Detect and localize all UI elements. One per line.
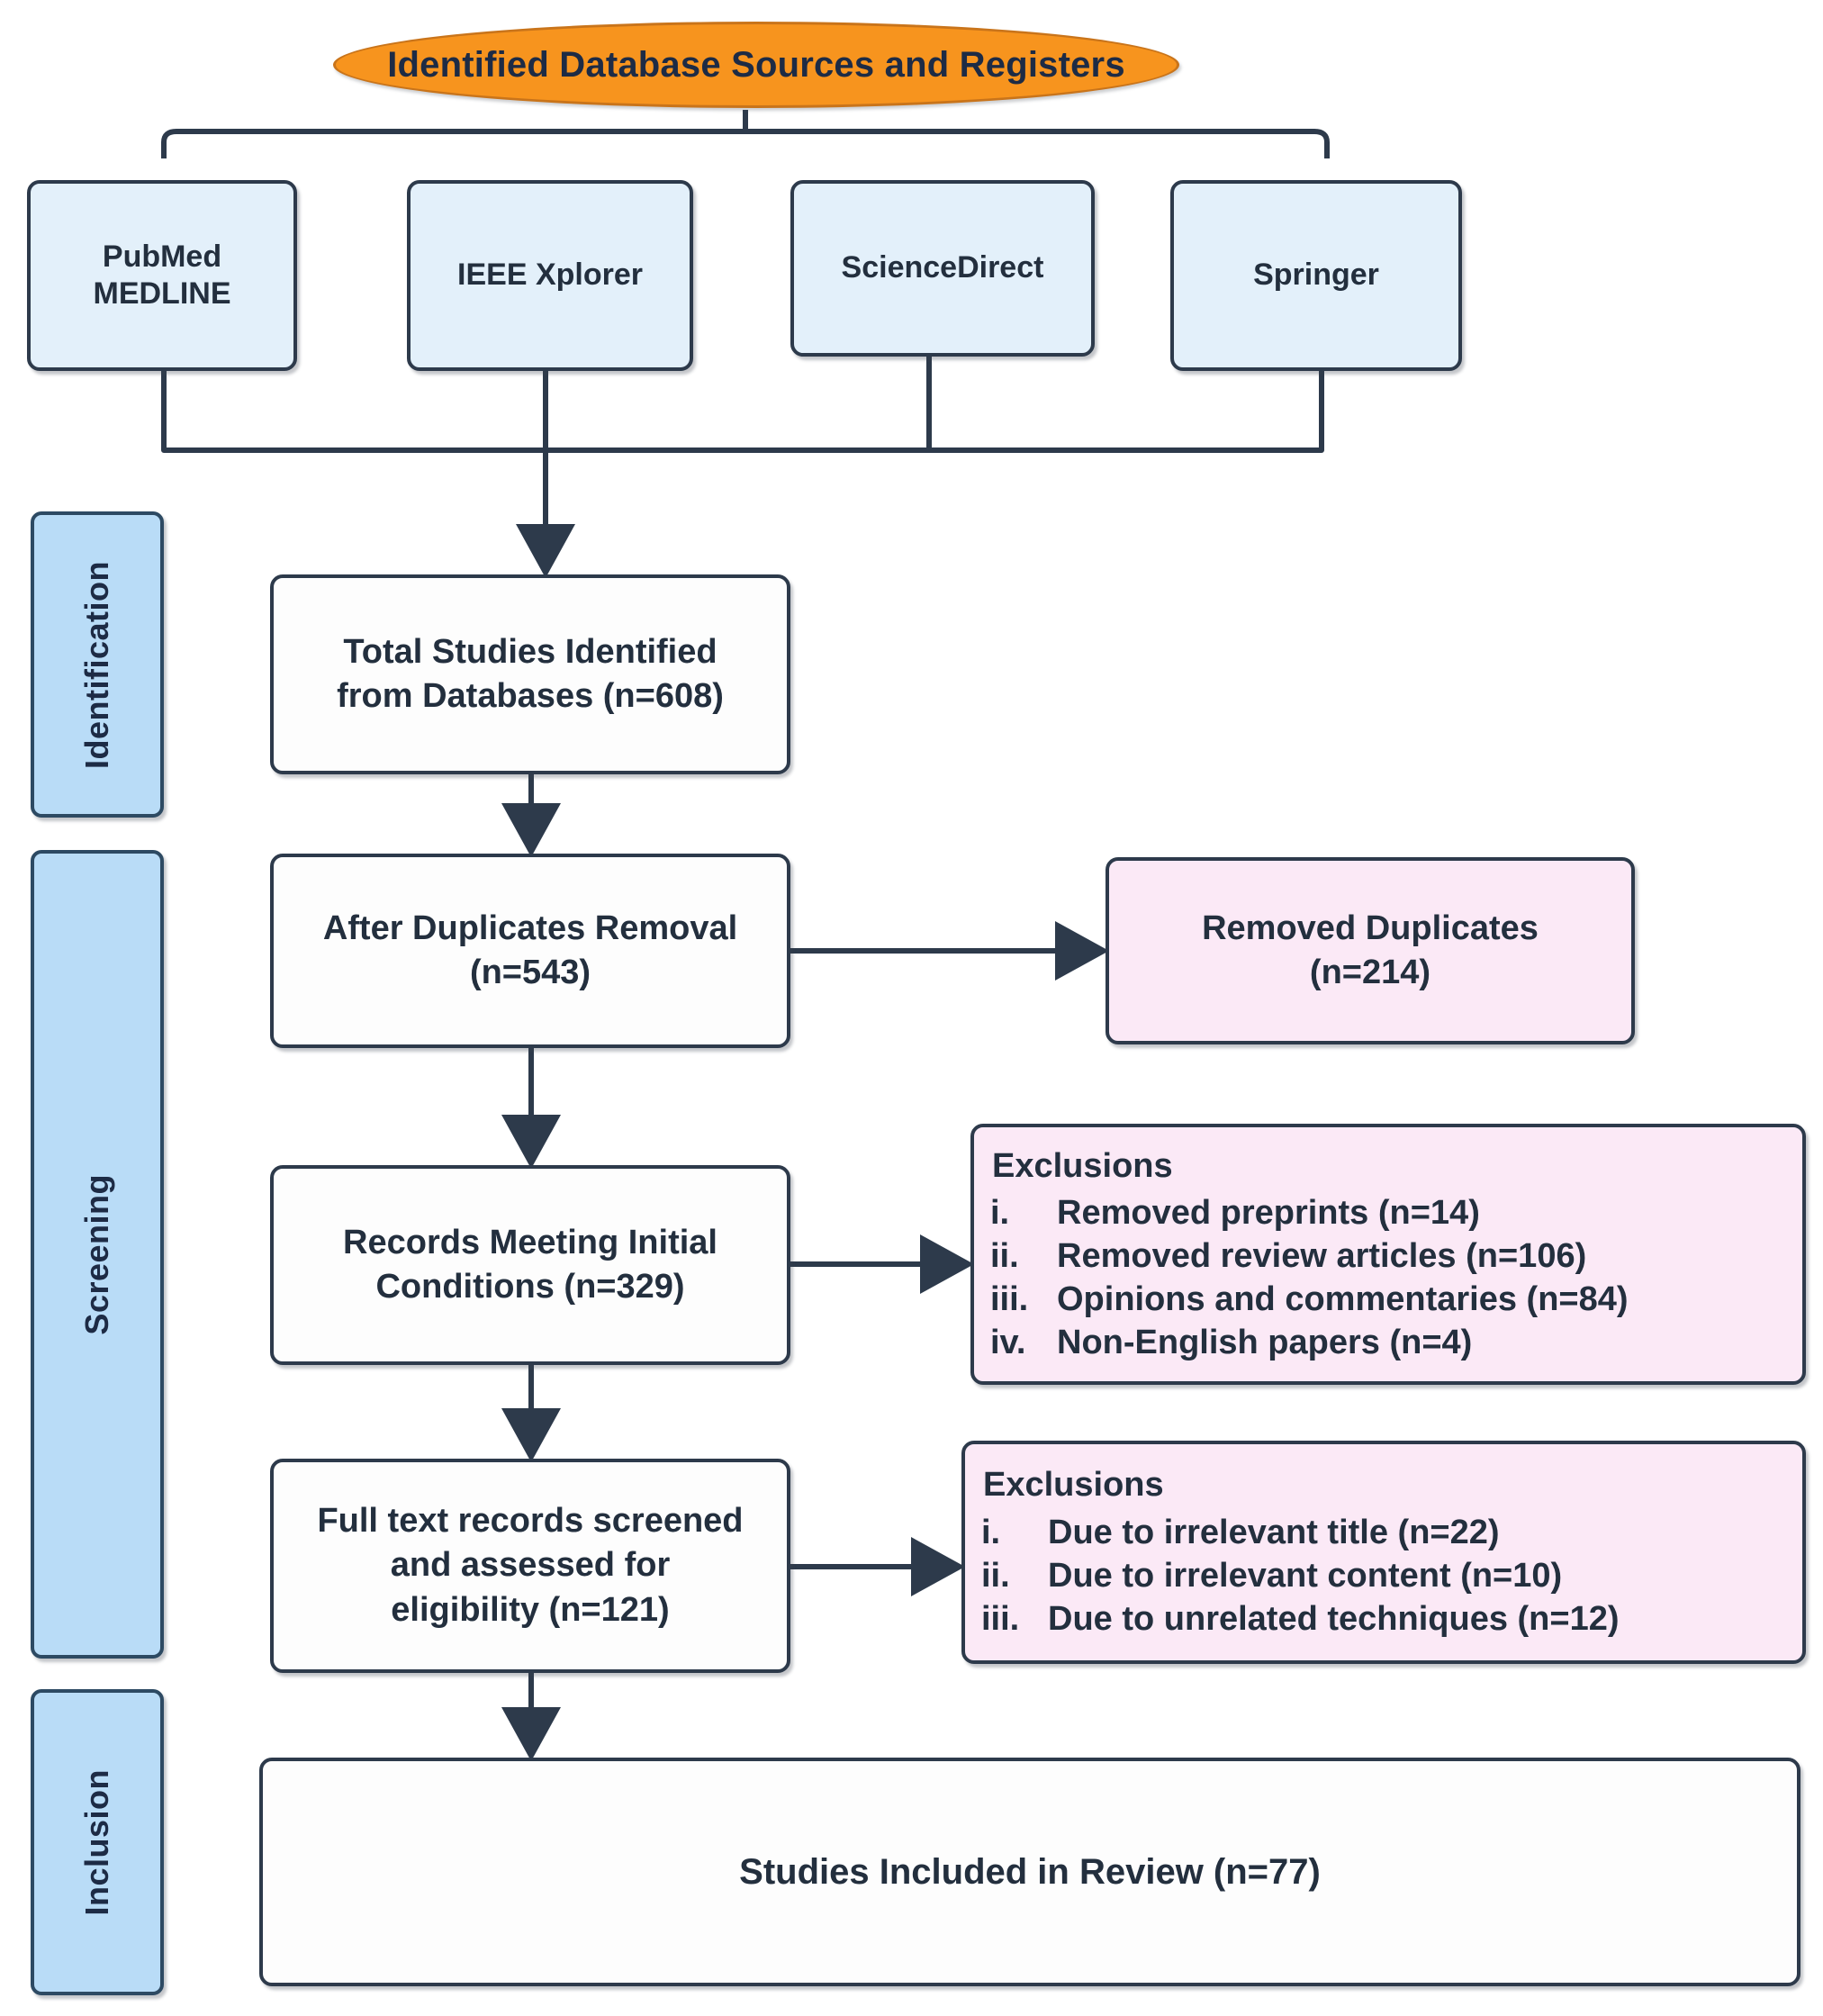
flow-box-records-meeting-initial-conditions: Records Meeting Initial Conditions (n=32… [270,1165,790,1365]
exclusion-item-number: iii. [990,1279,1029,1318]
flow-box-studies-included-in-review: Studies Included in Review (n=77) [259,1758,1800,1986]
flow-line2: Conditions (n=329) [375,1268,685,1306]
stage-label-text: Inclusion [78,1768,115,1916]
exclusion-item-text: Due to irrelevant content (n=10) [1048,1556,1563,1595]
exclusion-item-text: Non-English papers (n=4) [1057,1323,1473,1361]
exclusion-item: ii. Due to irrelevant content (n=10) [981,1555,1786,1598]
source-box-springer: Springer [1170,180,1462,371]
stage-label-text: Identification [78,560,115,769]
wire-source-rail [161,357,1324,453]
source-label: IEEE Xplorer [457,258,643,293]
diagram-title-ellipse: Identified Database Sources and Register… [333,22,1179,108]
exclusion-item-number: iii. [981,1599,1020,1638]
exclusion-item-text: Removed review articles (n=106) [1057,1236,1587,1275]
source-box-ieee-xplorer: IEEE Xplorer [407,180,693,371]
source-label: ScienceDirect [841,250,1044,285]
flow-included-label: Studies Included in Review (n=77) [739,1852,1321,1892]
exclusion-list-screening: Exclusions i. Removed preprints (n=14) i… [990,1144,1786,1365]
exclusion-item: ii. Removed review articles (n=106) [990,1235,1786,1279]
flow-line1: Full text records screened [317,1501,744,1540]
flow-line1: After Duplicates Removal [322,909,738,947]
exclusion-item: iii. Due to unrelated techniques (n=12) [981,1598,1786,1641]
source-label: Springer [1253,258,1379,293]
flow-line1: Total Studies Identified [343,632,717,671]
exclusion-item-number: i. [981,1513,1001,1551]
stage-label-screening: Screening [31,850,164,1659]
exclusion-box-screening: Exclusions i. Removed preprints (n=14) i… [970,1124,1806,1385]
exclusion-heading: Exclusions [983,1466,1164,1505]
exclusion-heading: Exclusions [992,1146,1173,1185]
wire-title-bracket [161,129,1330,158]
exclusion-item-number: i. [990,1193,1010,1232]
exclusion-line1: Removed Duplicates [1202,909,1539,947]
source-label-line2: MEDLINE [93,276,231,311]
exclusion-item-number: iv. [990,1323,1026,1361]
exclusion-item-number: ii. [990,1236,1019,1275]
flow-box-total-studies-identified: Total Studies Identified from Databases … [270,574,790,774]
flow-line2: (n=543) [469,954,591,991]
exclusion-item-text: Opinions and commentaries (n=84) [1057,1279,1629,1318]
flow-line1: Records Meeting Initial [343,1223,717,1261]
source-label-line1: PubMed [102,239,222,274]
exclusion-box-removed-duplicates: Removed Duplicates (n=214) [1106,857,1635,1044]
exclusion-line2: (n=214) [1309,954,1431,991]
flow-line2: from Databases (n=608) [337,677,724,715]
exclusion-box-eligibility: Exclusions i. Due to irrelevant title (n… [961,1441,1806,1664]
exclusion-item: i. Removed preprints (n=14) [990,1192,1786,1235]
exclusion-item: iii. Opinions and commentaries (n=84) [990,1279,1786,1322]
exclusion-item-text: Due to unrelated techniques (n=12) [1048,1599,1620,1638]
exclusion-item: i. Due to irrelevant title (n=22) [981,1512,1786,1555]
source-box-sciencedirect: ScienceDirect [790,180,1095,357]
exclusion-item-text: Removed preprints (n=14) [1057,1193,1480,1232]
stage-label-identification: Identification [31,511,164,818]
flow-line2: and assessed for [390,1546,671,1585]
exclusion-item-text: Due to irrelevant title (n=22) [1048,1513,1500,1551]
flow-line3: eligibility (n=121) [391,1590,670,1629]
source-box-pubmed-medline: PubMed MEDLINE [27,180,297,371]
flow-box-full-text-records-screened: Full text records screened and assessed … [270,1459,790,1673]
stage-label-inclusion: Inclusion [31,1689,164,1995]
exclusion-item-number: ii. [981,1556,1010,1595]
stage-label-text: Screening [78,1173,115,1335]
exclusion-list-eligibility: Exclusions i. Due to irrelevant title (n… [981,1463,1786,1641]
exclusion-item: iv. Non-English papers (n=4) [990,1322,1786,1365]
diagram-title-text: Identified Database Sources and Register… [387,44,1125,85]
flow-box-after-duplicates-removal: After Duplicates Removal (n=543) [270,854,790,1048]
